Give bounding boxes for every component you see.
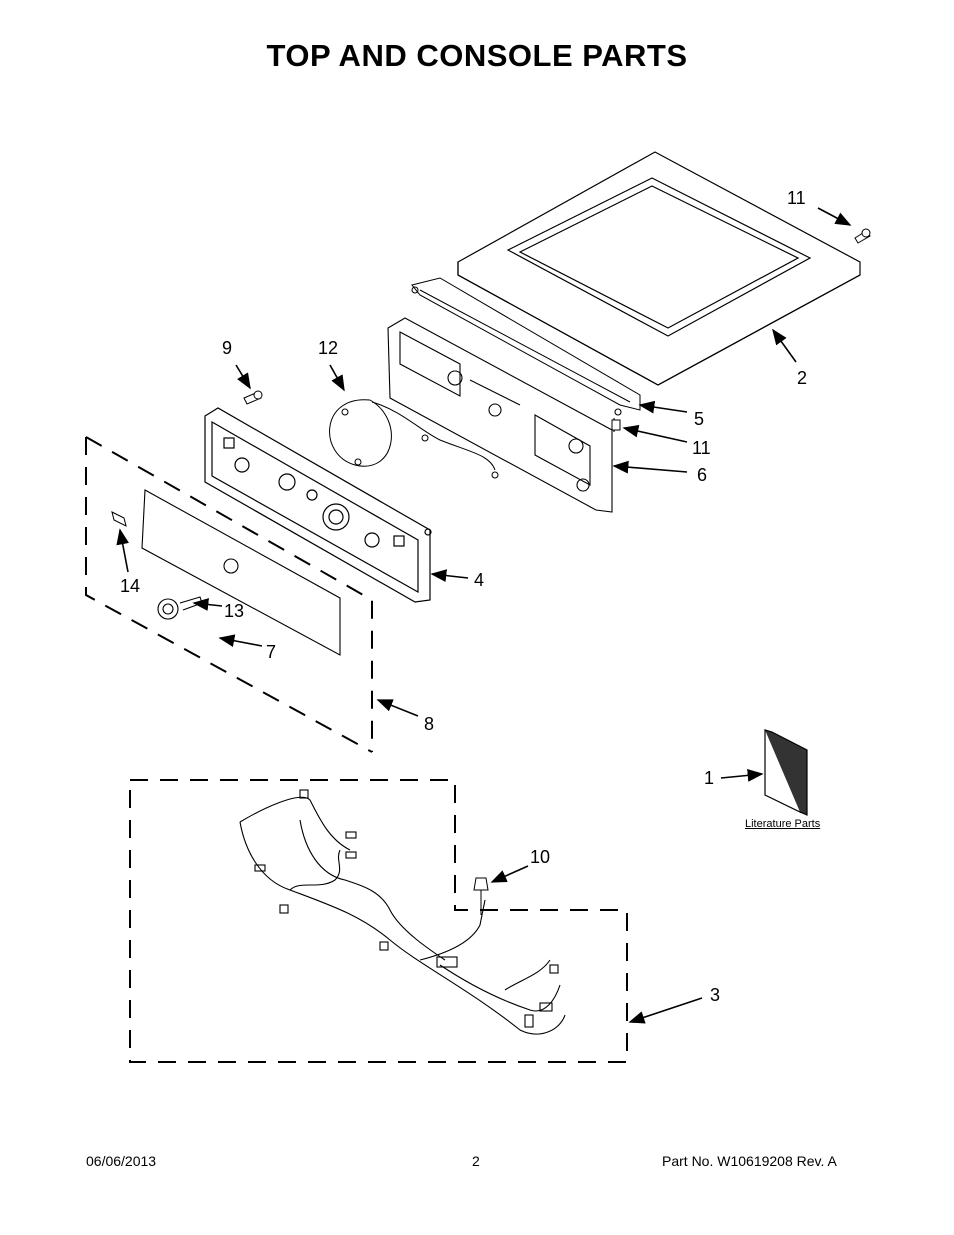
callout-9: 9: [222, 338, 232, 358]
literature-parts-link[interactable]: Literature Parts: [745, 818, 821, 830]
callout-11-top: 11: [787, 188, 806, 208]
footer-page-number: 2: [472, 1153, 480, 1169]
callout-2: 2: [797, 368, 807, 388]
callout-12: 12: [318, 338, 338, 358]
screw-11-top: [854, 228, 871, 244]
main-wire-harness: [239, 789, 566, 1035]
console-front-panel: [204, 407, 432, 603]
callout-13: 13: [224, 601, 244, 621]
harness-dashed-outline: [129, 779, 628, 1063]
callout-5: 5: [694, 409, 704, 429]
screw-9: [243, 390, 263, 405]
callout-1: 1: [704, 768, 714, 788]
screw-11-side: [611, 419, 621, 431]
console-wire-harness: [329, 399, 499, 479]
callout-7: 7: [266, 642, 276, 662]
callout-3: 3: [710, 985, 720, 1005]
top-panel: [457, 151, 861, 386]
switch-14: [111, 511, 127, 527]
callout-14: 14: [120, 576, 140, 596]
console-graphic-overlay: [141, 489, 341, 656]
callout-11-side: 11: [692, 438, 711, 458]
sensor-10: [473, 877, 489, 915]
footer-date: 06/06/2013: [86, 1153, 157, 1169]
callout-10: 10: [530, 847, 550, 867]
callout-6: 6: [697, 465, 707, 485]
leader-arrows: [116, 207, 852, 1024]
footer-part-number: Part No. W10619208 Rev. A: [662, 1153, 837, 1169]
console-assembly-dashed-outline: [85, 436, 373, 753]
callout-4: 4: [474, 570, 484, 590]
literature-book-icon: [764, 729, 808, 816]
console-rear-panel: [387, 317, 622, 513]
page-title: TOP AND CONSOLE PARTS: [266, 38, 688, 73]
callout-8: 8: [424, 714, 434, 734]
